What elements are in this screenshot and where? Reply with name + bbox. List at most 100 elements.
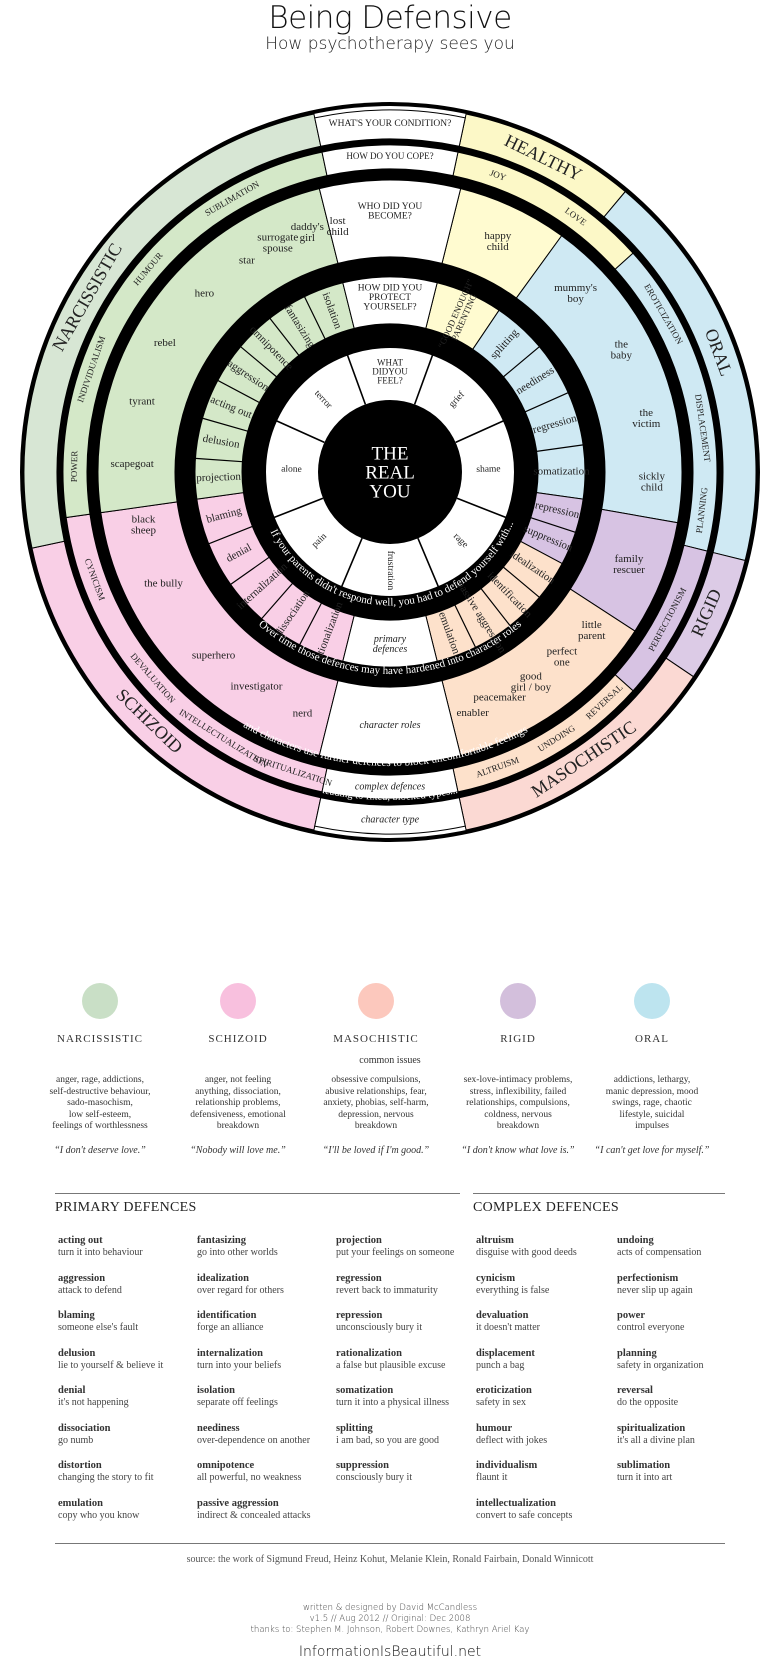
character-role: hero	[195, 288, 215, 300]
legend-quote: “I don't deserve love.”	[54, 1144, 146, 1156]
legend-issue-line: obsessive compulsions,	[331, 1075, 421, 1085]
defence-name: devaluation	[476, 1310, 529, 1321]
question-box	[318, 179, 462, 264]
defence-description: copy who you know	[58, 1509, 140, 1521]
flow-box	[314, 797, 466, 835]
legend-issue-line: breakdown	[496, 1121, 540, 1131]
wheel-label-line: hero	[195, 288, 215, 300]
defence-name: rationalization	[336, 1347, 402, 1359]
legend-issues: sex-love-intimacy problems,stress, infle…	[448, 1075, 588, 1133]
defence-description: all powerful, no weakness	[197, 1472, 302, 1483]
wheel-label-line: parent	[578, 630, 605, 642]
wheel-label-line: WHO DID YOU	[358, 202, 423, 212]
complex-defences-title: COMPLEX DEFENCES	[473, 1200, 619, 1215]
wheel-label-line: child	[327, 226, 349, 238]
wheel-label-line: the	[640, 407, 654, 419]
defence-name: reversal	[617, 1385, 653, 1396]
wheel-label-line: baby	[611, 349, 633, 361]
wheel-label-line: HOW DID YOU	[358, 283, 423, 293]
primary-divider	[502, 346, 540, 378]
defence-name: eroticization	[476, 1385, 532, 1396]
site-link[interactable]: InformationIsBeautiful.net	[298, 1644, 482, 1660]
defence-description: go numb	[58, 1434, 94, 1446]
legend-issue-line: sado-masochism,	[67, 1098, 133, 1108]
defence-description: deflect with jokes	[476, 1434, 548, 1446]
legend-issues: obsessive compulsions,abusive relationsh…	[306, 1075, 446, 1133]
legend-color-dot	[82, 983, 118, 1019]
legend-issue-line: self-destructive behaviour,	[49, 1086, 151, 1097]
wheel-label-line: good	[520, 670, 543, 682]
complex-defences-rule	[473, 1193, 725, 1194]
wheel-label-line: star	[239, 255, 255, 267]
defence-description: unconsciously bury it	[336, 1322, 423, 1333]
wheel-label-line: victim	[632, 418, 661, 430]
wheel-label-line: YOURSELF?	[363, 302, 416, 312]
primary-divider	[480, 588, 511, 627]
flow-complex-defences: complex defences	[355, 781, 425, 792]
wheel-label-line: DIDYOU	[372, 367, 408, 377]
wheel-label-line: surrogate	[257, 231, 298, 243]
legend-quote: “I'll be loved if I'm good.”	[322, 1144, 430, 1156]
question-box	[321, 144, 459, 177]
feeling-divider	[455, 419, 505, 444]
defence-description: turn it into art	[617, 1472, 673, 1483]
defence-description: put your feelings on someone	[336, 1247, 455, 1258]
legend-issue-line: abusive relationships, fear,	[325, 1086, 427, 1097]
primary-divider	[524, 392, 569, 413]
character-role: scapegoat	[110, 458, 153, 470]
defence-name: suppression	[336, 1460, 389, 1471]
defence-description: disguise with good deeds	[476, 1247, 577, 1258]
character-role: superhero	[192, 650, 236, 662]
core-disc	[318, 400, 462, 544]
wheel-label-line: black	[132, 514, 156, 526]
legend-issue-line: anxiety, phobias, self-harm,	[323, 1098, 429, 1108]
defence-description: control everyone	[617, 1322, 685, 1333]
character-role: star	[239, 255, 255, 267]
flow-character-roles: character roles	[359, 720, 420, 731]
condition-segment-narcissistic	[23, 113, 322, 549]
defence-name: idealization	[197, 1272, 249, 1284]
defence-description: do the opposite	[617, 1397, 679, 1408]
character-role: the bully	[144, 577, 183, 589]
defence-description: it's all a divine plan	[617, 1434, 695, 1446]
legend-issue-line: addictions, lethargy,	[613, 1075, 691, 1085]
defence-name: fantasizing	[197, 1235, 247, 1246]
wheel-label-line: PROTECT	[369, 293, 411, 303]
feeling-divider	[417, 538, 440, 588]
defence-name: passive aggression	[197, 1497, 279, 1509]
wheel-label-line: BECOME?	[368, 212, 412, 222]
feeling-divider	[413, 354, 434, 405]
feeling-divider	[340, 538, 363, 588]
character-role: rebel	[154, 337, 176, 349]
defence-description: turn it into behaviour	[58, 1247, 143, 1258]
legend-issues: anger, rage, addictions,self-destructive…	[30, 1075, 170, 1133]
defence-description: it doesn't matter	[476, 1322, 541, 1333]
defence-name: sublimation	[617, 1460, 671, 1471]
wheel-label-line: happy	[484, 230, 511, 242]
primary-divider	[536, 444, 584, 452]
defence-name: delusion	[58, 1347, 96, 1359]
defence-name: isolation	[197, 1385, 235, 1396]
wheel-label-line: girl / boy	[511, 681, 552, 693]
defence-description: go into other worlds	[197, 1247, 278, 1258]
legend-issue-line: low self-esteem,	[68, 1109, 132, 1120]
primary-divider	[530, 517, 576, 533]
